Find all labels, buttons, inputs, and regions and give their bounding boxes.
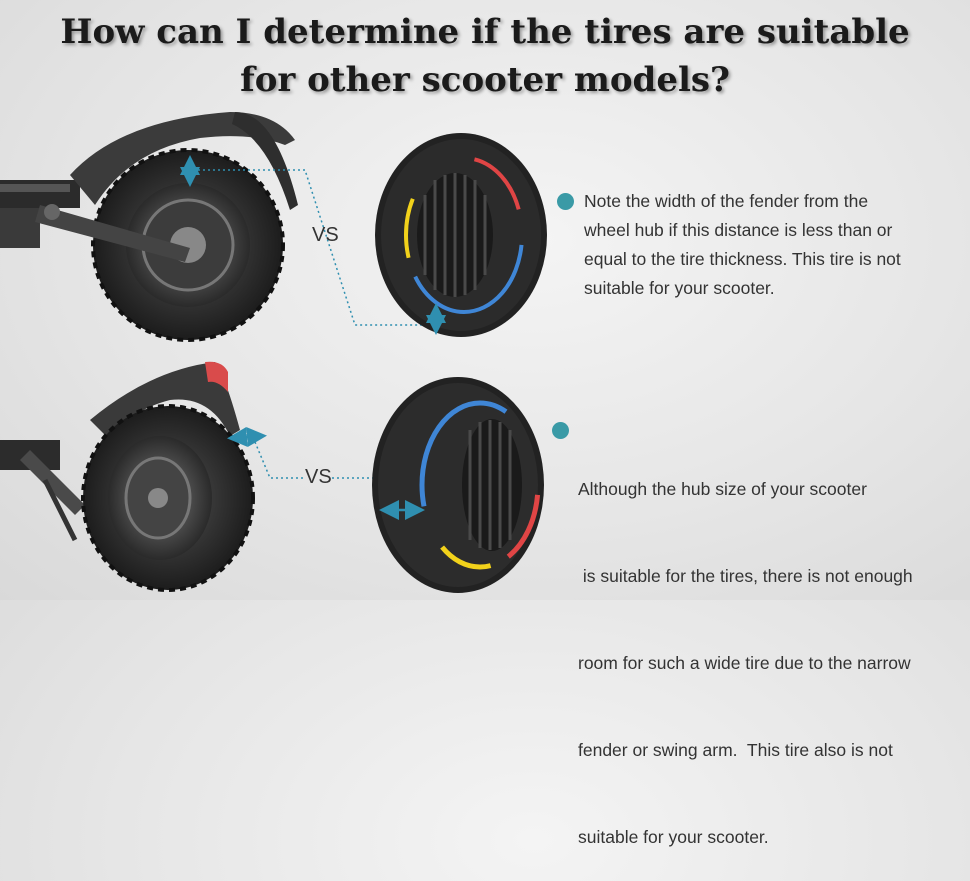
note-bottom: Although the hub size of your scooter is… [578, 417, 968, 881]
note-top-line: Note the width of the fender from the [584, 191, 869, 211]
note-bottom-line: room for such a wide tire due to the nar… [578, 653, 911, 673]
note-bottom-line: is suitable for the tires, there is not … [578, 566, 913, 586]
title-line-1: How can I determine if the tires are sui… [60, 12, 910, 52]
note-top-line: wheel hub if this distance is less than … [584, 220, 893, 240]
note-bottom-line: suitable for your scooter. [578, 827, 769, 847]
note-bullet-bottom [552, 422, 569, 439]
page-title: How can I determine if the tires are sui… [0, 8, 970, 104]
illustration-canvas [0, 112, 547, 593]
title-line-2: for other scooter models? [240, 60, 730, 100]
note-top-line: suitable for your scooter. [584, 278, 775, 298]
scooter-wheel-bottom [0, 361, 395, 592]
tire-front-top [375, 133, 547, 337]
note-bottom-line: fender or swing arm. This tire also is n… [578, 740, 893, 760]
scooter-wheel-top [0, 112, 425, 342]
note-top: Note the width of the fender from the wh… [584, 187, 964, 303]
tire-angled-bottom [372, 377, 544, 593]
fender-top [70, 112, 295, 205]
note-bottom-line: Although the hub size of your scooter [578, 479, 867, 499]
vs-label-bottom: VS [305, 466, 332, 488]
vs-label-top: VS [312, 224, 339, 246]
note-top-line: equal to the tire thickness. This tire i… [584, 249, 901, 269]
note-bullet-top [557, 193, 574, 210]
